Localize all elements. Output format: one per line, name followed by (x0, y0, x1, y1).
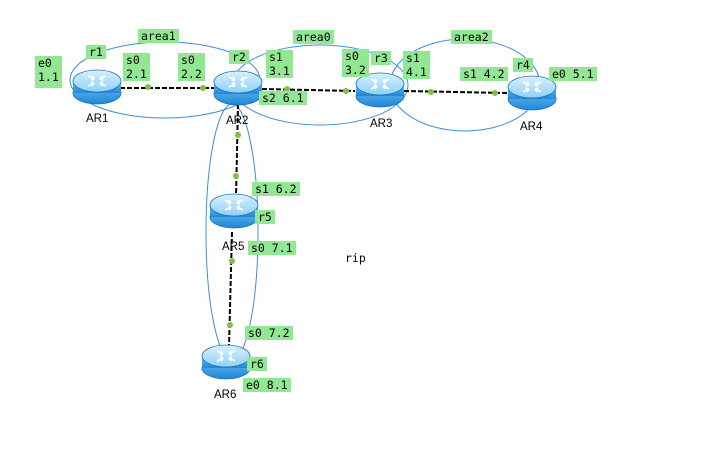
router-icon[interactable] (201, 344, 251, 380)
iface-label-ar4-e0: e0 5.1 (549, 67, 597, 81)
router-icon[interactable] (213, 70, 263, 106)
routers (72, 69, 557, 380)
iface-label-ar6-s0: s0 7.2 (245, 326, 293, 340)
router-tag-r4: r4 (513, 58, 533, 72)
router-tag-r3: r3 (371, 51, 391, 65)
port-dot (145, 84, 151, 90)
router-name-ar2: AR2 (226, 115, 249, 127)
router-name-ar3: AR3 (370, 118, 393, 130)
router-name-ar6: AR6 (214, 389, 237, 401)
iface-label-ar1-s0: s0 2.1 (123, 53, 150, 81)
link-ar2-ar3[interactable] (261, 88, 356, 92)
link-ar3-ar4[interactable] (403, 90, 509, 94)
router-tag-r1: r1 (86, 45, 106, 59)
iface-label-ar5-s1: s1 6.2 (252, 182, 300, 196)
iface-label-ar3-s1: s1 4.1 (403, 51, 430, 79)
port-dot (428, 89, 434, 95)
iface-label-ar1-e0: e0 1.1 (35, 56, 62, 88)
area-rings (69, 38, 541, 361)
router-tag-r5: r5 (255, 210, 275, 224)
iface-label-ar3-s0: s0 3.2 (342, 49, 369, 77)
area-label-area2: area2 (451, 30, 492, 44)
port-dot (343, 88, 349, 94)
router-icon[interactable] (72, 69, 122, 105)
iface-label-ar5-s0: s0 7.1 (248, 241, 296, 255)
links (120, 87, 509, 347)
iface-label-ar2-s2: s2 6.1 (259, 91, 307, 105)
router-name-ar5: AR5 (222, 241, 245, 253)
router-icon[interactable] (209, 193, 259, 229)
port-dots (145, 84, 498, 328)
router-icon[interactable] (507, 75, 557, 111)
port-dot (233, 173, 239, 179)
port-dot (229, 258, 235, 264)
area-label-area0: area0 (293, 30, 334, 44)
port-dot (227, 322, 233, 328)
router-tag-r2: r2 (229, 50, 249, 64)
area-label-area1: area1 (138, 29, 179, 43)
router-name-ar4: AR4 (520, 121, 543, 133)
port-dot (492, 90, 498, 96)
router-name-ar1: AR1 (86, 113, 109, 125)
port-dot (284, 86, 290, 92)
link-ar2-ar5[interactable] (235, 103, 239, 199)
iface-label-ar4-s1: s1 4.2 (460, 67, 508, 81)
router-tag-r6: r6 (247, 357, 267, 371)
router-icon[interactable] (355, 72, 405, 108)
port-dot (200, 85, 206, 91)
iface-label-ar2-s0: s0 2.2 (178, 53, 205, 81)
port-dot (235, 132, 241, 138)
iface-label-ar2-s1: s1 3.1 (266, 50, 293, 78)
protocol-label-rip: rip (345, 251, 366, 265)
iface-label-ar6-e0: e0 8.1 (243, 378, 291, 392)
